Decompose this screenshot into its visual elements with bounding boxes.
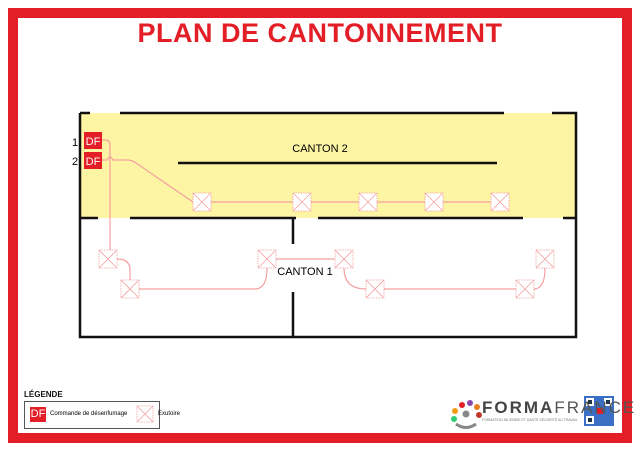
legend: DF Commande de désenfumage Exutoire <box>24 401 180 429</box>
exutoire-icon <box>292 192 312 212</box>
exutoire-icon <box>490 192 510 212</box>
canton-1-label: CANTON 1 <box>277 266 332 278</box>
outer-wall <box>78 111 578 339</box>
df-label: DF <box>86 136 101 148</box>
control-lines <box>102 139 546 290</box>
poster-border <box>8 8 632 443</box>
exutoire-icon <box>192 192 212 212</box>
exutoire-icon <box>424 192 444 212</box>
exutoire-icon <box>257 249 277 269</box>
exutoire-icon <box>358 192 378 212</box>
qr-code-icon <box>584 396 614 426</box>
legend-df-symbol: DF <box>30 407 46 422</box>
legend-title: LÉGENDE <box>24 390 63 399</box>
brand-tagline: FORMATION INCENDIE ET SANTÉ SÉCURITÉ AU … <box>482 418 578 422</box>
brand-light: FRANCE <box>554 398 637 417</box>
exutoire-icon <box>334 249 354 269</box>
brand-name: FORMAFRANCE <box>482 398 636 418</box>
legend-df-label: Commande de désenfumage <box>50 411 128 417</box>
df-label: DF <box>86 156 101 168</box>
exutoire-icon <box>98 249 118 269</box>
brand-bold: FORMA <box>482 398 555 417</box>
df-control-1[interactable]: 1 DF <box>72 132 102 149</box>
exutoire-icon <box>515 279 535 299</box>
walls <box>78 111 578 339</box>
exutoire-icon <box>535 249 555 269</box>
exutoire-icon <box>365 279 385 299</box>
df-number: 1 <box>72 137 78 149</box>
legend-exutoire-label: Exutoire <box>158 411 181 417</box>
canton-2-label: CANTON 2 <box>292 143 347 155</box>
exutoire-icon <box>120 279 140 299</box>
df-number: 2 <box>72 156 78 168</box>
page-title: PLAN DE CANTONNEMENT <box>137 18 503 48</box>
exutoires <box>98 192 555 299</box>
legend-exutoire-icon <box>136 405 154 423</box>
df-control-2[interactable]: 2 DF <box>72 152 102 169</box>
formafrance-logo-icon <box>451 400 482 429</box>
